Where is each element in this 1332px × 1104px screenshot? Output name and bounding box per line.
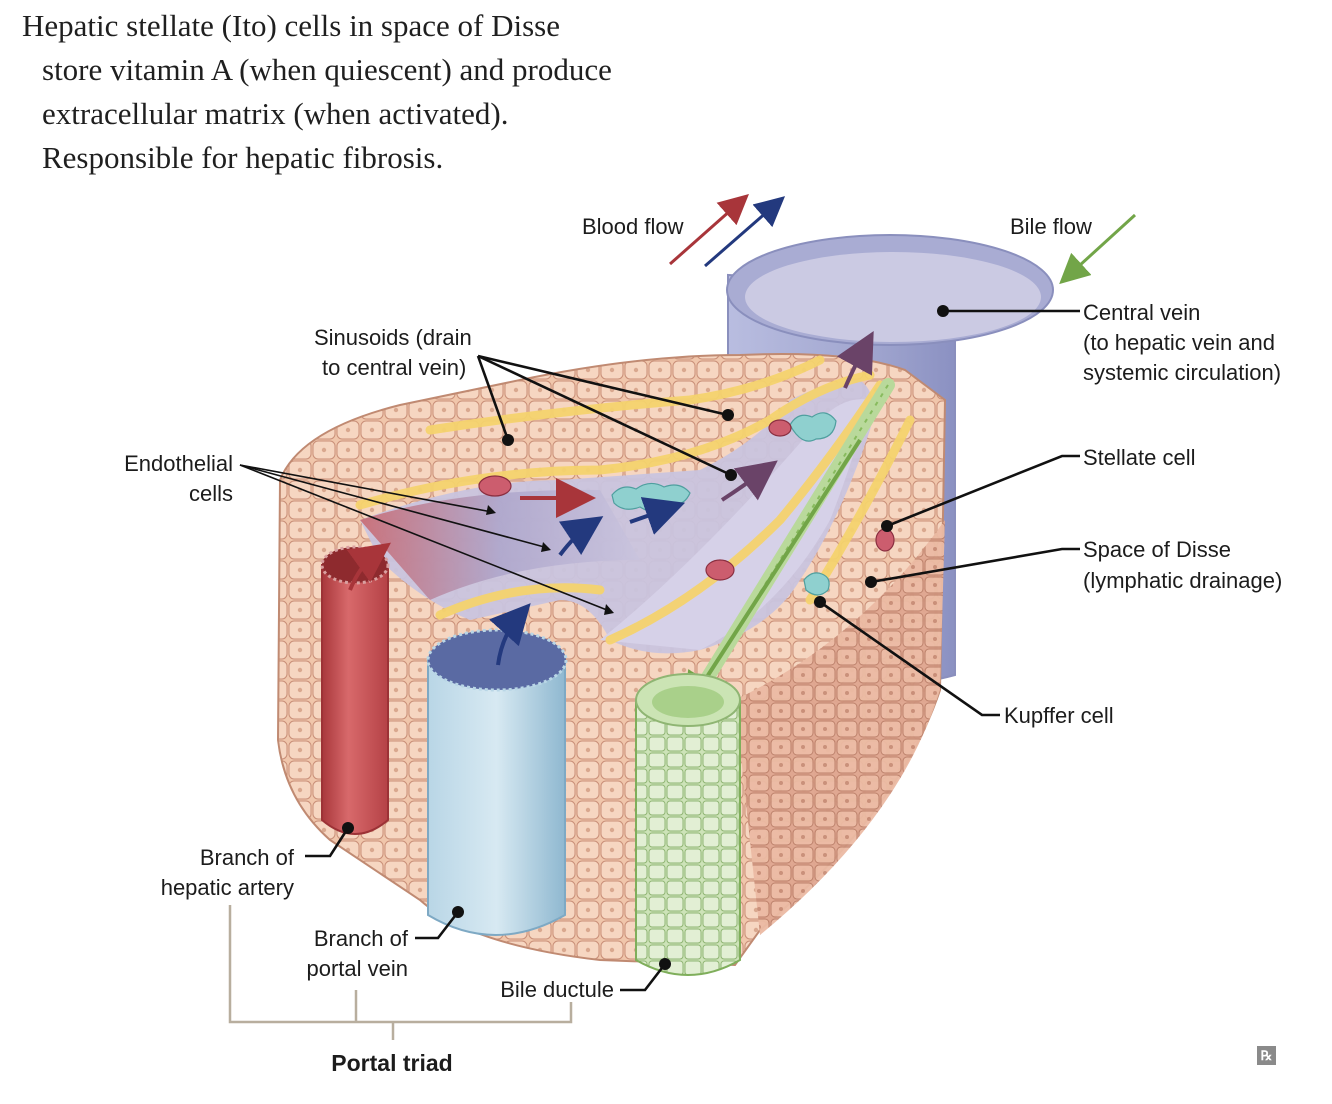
stellate-cell-label: Stellate cell bbox=[1083, 445, 1196, 470]
sinusoids-label-line2: to central vein) bbox=[322, 355, 466, 380]
central-vein-label-line3: systemic circulation) bbox=[1083, 360, 1281, 385]
blood-flow-blue-arrow bbox=[704, 196, 786, 268]
rx-icon: ℞ bbox=[1257, 1046, 1276, 1065]
flow-arrows bbox=[346, 330, 874, 666]
stellate-cells bbox=[478, 419, 895, 581]
intro-line-1: Hepatic stellate (Ito) cells in space of… bbox=[22, 8, 560, 43]
bile-ductule bbox=[635, 673, 741, 976]
bile-flow-green-arrow bbox=[1059, 213, 1137, 285]
intro-line-2: store vitamin A (when quiescent) and pro… bbox=[42, 52, 612, 87]
space-of-disse-label-line2: (lymphatic drainage) bbox=[1083, 568, 1282, 593]
bile-flow-label: Bile flow bbox=[1010, 214, 1092, 239]
bile-canaliculus bbox=[683, 378, 895, 714]
hepatic-artery-label-line1: Branch of bbox=[200, 845, 295, 870]
portal-vein-branch bbox=[426, 628, 568, 936]
hepatic-artery-branch bbox=[320, 545, 390, 835]
endothelial-label-line1: Endothelial bbox=[124, 451, 233, 476]
hepatic-artery-label-line2: hepatic artery bbox=[161, 875, 294, 900]
bile-ductule-label: Bile ductule bbox=[500, 977, 614, 1002]
portal-triad-bracket bbox=[228, 905, 573, 1040]
blood-flow-label: Blood flow bbox=[582, 214, 684, 239]
intro-text: Hepatic stellate (Ito) cells in space of… bbox=[22, 4, 612, 180]
intro-line-3: extracellular matrix (when activated). bbox=[42, 96, 509, 131]
legend-arrows bbox=[669, 194, 1137, 285]
portal-triad-label: Portal triad bbox=[331, 1050, 452, 1076]
sinusoids-label-line1: Sinusoids (drain bbox=[314, 325, 472, 350]
blood-flow-red-arrow bbox=[669, 194, 749, 266]
central-vein-label-line1: Central vein bbox=[1083, 300, 1200, 325]
endothelial-label-line2: cells bbox=[189, 481, 233, 506]
intro-line-4: Responsible for hepatic fibrosis. bbox=[42, 140, 444, 175]
portal-vein-label-line1: Branch of bbox=[314, 926, 409, 951]
portal-vein-label-line2: portal vein bbox=[306, 956, 408, 981]
leader-lines bbox=[239, 305, 1080, 992]
kupffer-cell-label: Kupffer cell bbox=[1004, 703, 1114, 728]
central-vein-label-line2: (to hepatic vein and bbox=[1083, 330, 1275, 355]
space-of-disse-label-line1: Space of Disse bbox=[1083, 537, 1231, 562]
